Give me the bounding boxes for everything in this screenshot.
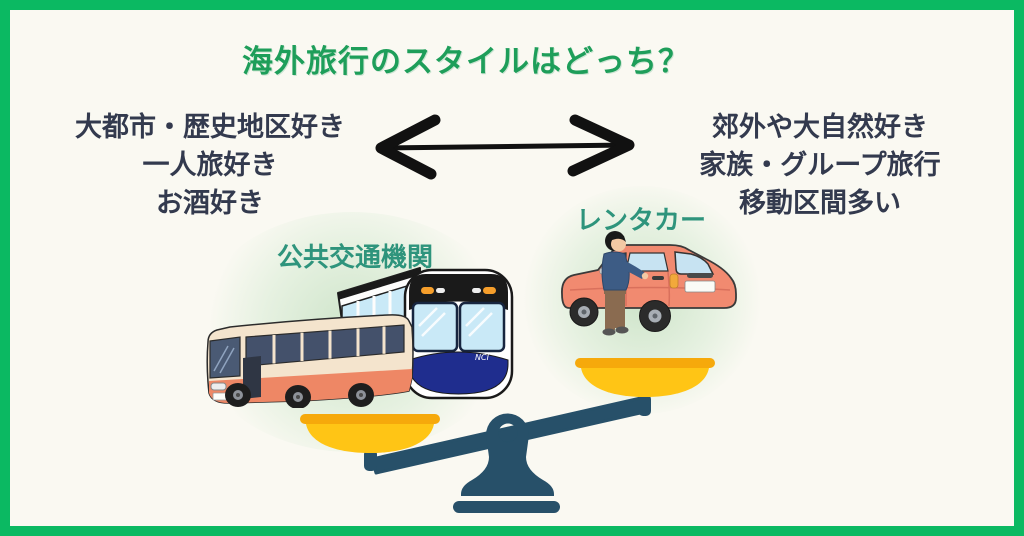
- trait-line: 郊外や大自然好き: [712, 112, 928, 143]
- trait-line: 家族・グループ旅行: [699, 150, 941, 181]
- driver-figure: [601, 231, 649, 336]
- bus-icon: [206, 314, 414, 408]
- label-public-transport: 公共交通機関: [276, 243, 433, 273]
- trait-line: お酒好き: [156, 188, 264, 219]
- trait-line: 大都市・歴史地区好き: [75, 112, 345, 143]
- double-arrow-icon: [375, 114, 635, 180]
- left-traits: 大都市・歴史地区好き 一人旅好き お酒好き: [40, 109, 380, 223]
- car-with-driver-icon: [561, 231, 737, 336]
- trait-line: 一人旅好き: [142, 150, 278, 181]
- train-front-text: NCI: [475, 353, 490, 362]
- balance-scale-icon: [300, 358, 715, 513]
- page-title: 海外旅行のスタイルはどっち？: [242, 44, 690, 80]
- right-traits: 郊外や大自然好き 家族・グループ旅行 移動区間多い: [650, 109, 990, 223]
- trait-line: 移動区間多い: [739, 188, 901, 219]
- label-rental-car: レンタカー: [575, 206, 706, 236]
